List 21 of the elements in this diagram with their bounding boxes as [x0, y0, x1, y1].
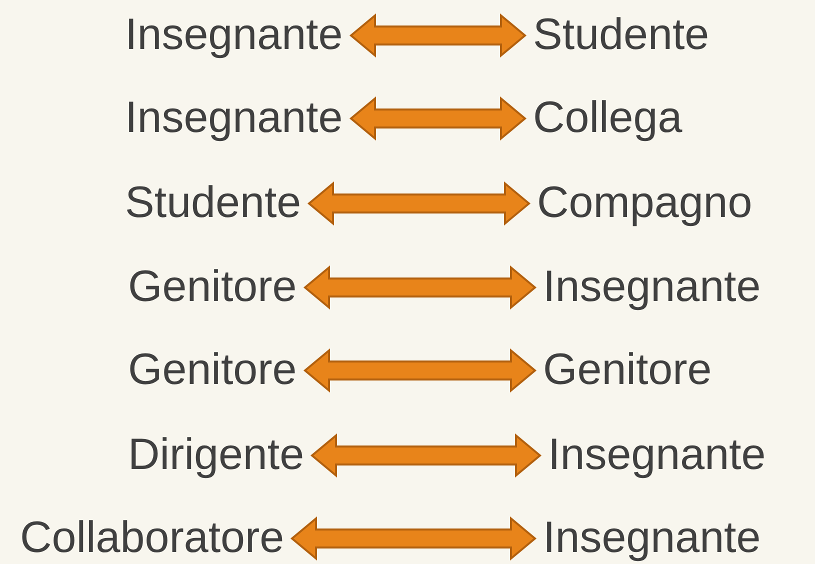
- double-arrow: [310, 433, 542, 478]
- role-label: Collega: [533, 93, 682, 144]
- role-label: Studente: [125, 178, 302, 229]
- role-label: Genitore: [128, 345, 297, 396]
- role-label: Genitore: [543, 345, 712, 396]
- double-arrow: [290, 516, 537, 561]
- double-arrow: [349, 13, 527, 58]
- double-arrow: [307, 181, 531, 226]
- double-arrow: [303, 265, 537, 310]
- role-label: Collaboratore: [20, 513, 284, 564]
- double-arrow: [349, 96, 527, 141]
- role-label: Genitore: [128, 262, 297, 313]
- role-label: Insegnante: [125, 10, 343, 61]
- double-arrow: [303, 348, 537, 393]
- role-label: Insegnante: [543, 513, 761, 564]
- role-label: Insegnante: [125, 93, 343, 144]
- role-label: Insegnante: [543, 262, 761, 313]
- role-label: Studente: [533, 10, 710, 61]
- role-label: Compagno: [537, 178, 752, 229]
- role-label: Insegnante: [548, 430, 766, 481]
- role-label: Dirigente: [128, 430, 304, 481]
